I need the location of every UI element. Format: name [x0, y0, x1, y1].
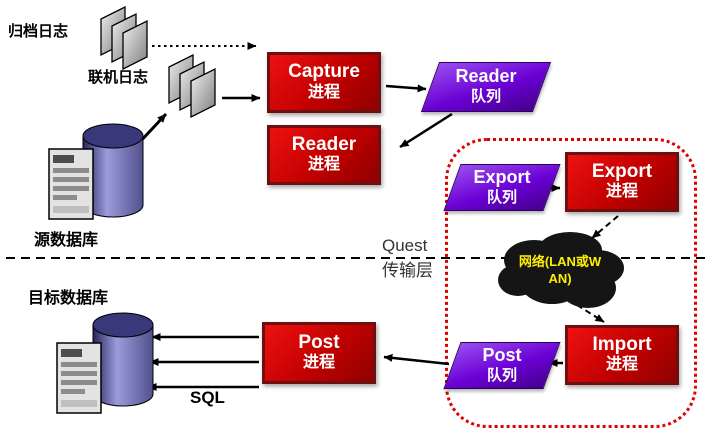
arrow-export-to-network [591, 215, 619, 239]
post-process-name: Post [298, 331, 340, 353]
reader-process-name: Reader [291, 133, 357, 155]
export-queue-name: Export [473, 166, 531, 187]
capture-process-name: Capture [288, 61, 360, 83]
import-process-type: 进程 [605, 356, 638, 374]
arrow-postqueue-to-post [383, 353, 450, 366]
network-cloud: 网络(LAN或WAN) [492, 224, 628, 318]
post-queue: Post 队列 [443, 342, 561, 389]
capture-process-box: Capture 进程 [267, 52, 381, 113]
post-process-type: 进程 [302, 354, 335, 372]
import-process-box: Import 进程 [565, 325, 679, 385]
post-queue-name: Post [482, 344, 522, 365]
reader-process-type: 进程 [307, 156, 340, 174]
import-process-name: Import [592, 333, 652, 355]
online-log-papers-icon [168, 53, 224, 123]
transport-layer-label-line1: Quest [382, 236, 428, 255]
post-queue-type: 队列 [486, 366, 517, 384]
source-db-label: 源数据库 [34, 232, 99, 249]
reader-queue: Reader 队列 [420, 62, 552, 112]
arrow-network-to-import [576, 304, 605, 323]
sql-label: SQL [190, 388, 225, 407]
reader-process-box: Reader 进程 [267, 125, 381, 185]
network-cloud-icon [498, 232, 624, 308]
archive-log-label: 归档日志 [8, 23, 69, 40]
reader-queue-name: Reader [455, 66, 517, 87]
capture-process-type: 进程 [307, 83, 340, 101]
online-log-label: 联机日志 [88, 69, 149, 86]
network-cloud-label: 网络(LAN或WAN) [518, 254, 602, 286]
arrow-capture-to-readerqueue [385, 84, 427, 93]
post-process-box: Post 进程 [262, 322, 376, 384]
target-document-icon [56, 342, 102, 419]
reader-queue-type: 队列 [470, 88, 501, 106]
export-process-box: Export 进程 [565, 152, 679, 212]
transport-layer-label-line2: 传输层 [382, 260, 433, 280]
source-document-icon [48, 148, 94, 225]
archive-log-papers-icon [100, 5, 156, 75]
export-process-type: 进程 [605, 183, 638, 201]
export-queue-type: 队列 [486, 188, 517, 206]
arrow-readerqueue-to-reader [399, 112, 453, 149]
export-queue: Export 队列 [443, 164, 561, 211]
target-db-cylinder-icon [92, 312, 154, 413]
export-process-name: Export [591, 160, 653, 182]
transport-boundary [445, 138, 697, 428]
target-db-label: 目标数据库 [28, 290, 109, 307]
transport-layer-label: Quest 传输层 [382, 234, 433, 283]
